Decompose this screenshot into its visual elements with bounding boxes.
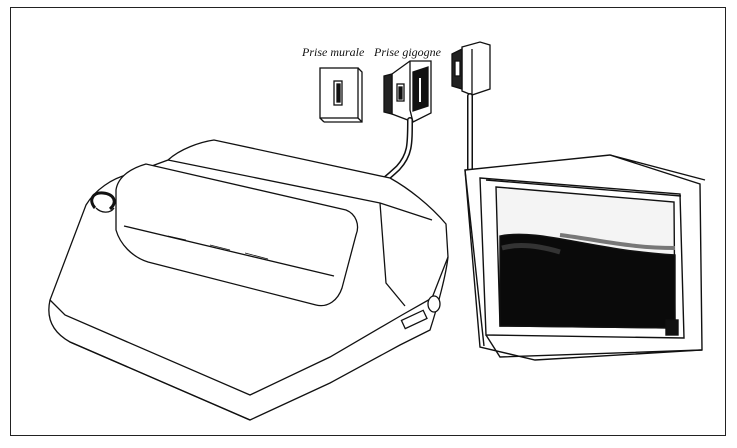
wall-socket-label: Prise murale	[301, 45, 365, 59]
piggyback-socket-label: Prise gigogne	[373, 45, 442, 59]
tv-plug-icon	[451, 41, 491, 96]
piggyback-plug-icon	[383, 60, 432, 123]
television-icon	[464, 154, 706, 361]
telephone-device-icon	[48, 139, 449, 421]
wall-socket-icon	[319, 67, 363, 123]
